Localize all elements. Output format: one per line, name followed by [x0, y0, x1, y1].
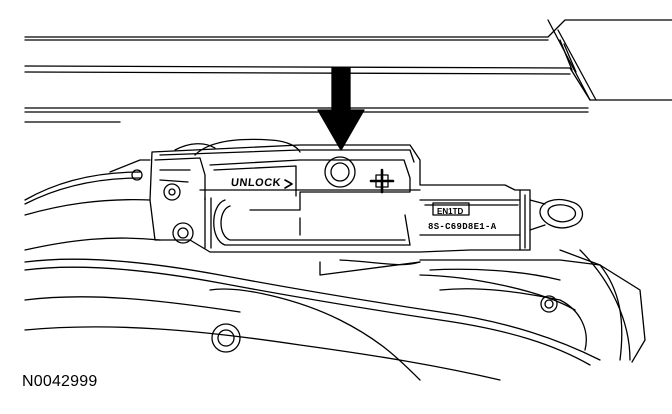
latch-housing — [149, 138, 584, 253]
down-arrow-icon — [317, 67, 365, 151]
part-brand-label: EN1TD — [437, 207, 464, 216]
door-inner-panel — [24, 199, 646, 381]
upper-trim-panel — [24, 19, 672, 123]
unlock-label: UNLOCK — [230, 177, 282, 189]
figure-id: N0042999 — [22, 373, 98, 390]
part-number-label: 8S-C69D8E1-A — [428, 222, 497, 232]
lower-fastener — [211, 323, 241, 353]
release-cable — [24, 159, 151, 205]
fastener-bolt — [324, 156, 356, 188]
